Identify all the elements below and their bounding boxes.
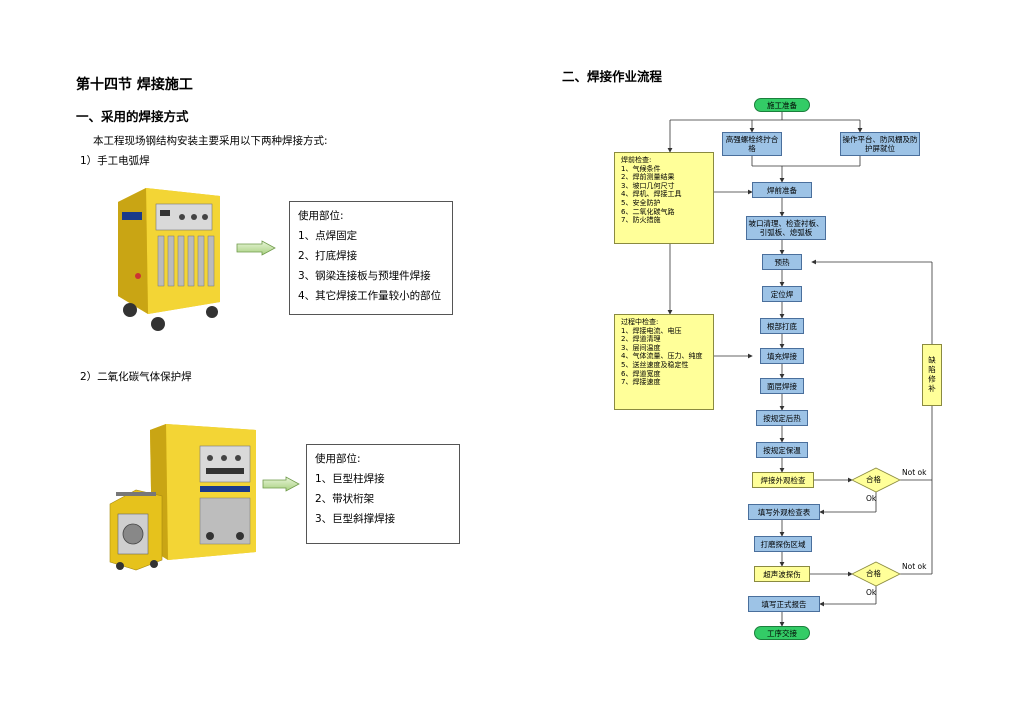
usage-item: 3、钢梁连接板与预埋件焊接 — [298, 270, 431, 282]
node-bolt: 高强螺栓终拧合格 — [722, 132, 782, 156]
notok2-label: Not ok — [902, 562, 927, 571]
arrow-right-icon — [262, 476, 300, 492]
node-ut: 超声波探伤 — [754, 566, 810, 582]
flow-connectors — [667, 112, 933, 627]
node-cap: 面层焊接 — [760, 378, 804, 394]
node-repair: 缺陷修补 — [922, 344, 942, 406]
usage-title: 使用部位: — [315, 453, 361, 465]
welding-flowchart: 施工准备 高强螺栓终拧合格 操作平台、防风棚及防护屏就位 焊前检查: 1、气候条… — [600, 88, 980, 648]
usage-item: 3、巨型斜撑焊接 — [315, 513, 396, 525]
node-preheat: 预热 — [762, 254, 802, 270]
decision1-label: 合格 — [866, 475, 881, 484]
pre-check-note: 焊前检查: 1、气候条件 2、焊前测量结果 3、坡口几何尺寸 4、焊机、焊接工具… — [614, 152, 714, 244]
usage-item: 2、打底焊接 — [298, 250, 358, 262]
section-title: 第十四节 焊接施工 — [76, 77, 193, 93]
node-ut-report: 填写正式报告 — [748, 596, 820, 612]
method2-title: 2）二氧化碳气体保护焊 — [80, 371, 192, 383]
node-fill: 填充焊接 — [760, 348, 804, 364]
node-visual: 焊接外观检查 — [752, 472, 814, 488]
usage-item: 1、点焊固定 — [298, 230, 358, 242]
usage-item: 4、其它焊接工作量较小的部位 — [298, 290, 442, 302]
notok1-label: Not ok — [902, 468, 927, 477]
node-post-heat: 按规定后热 — [756, 410, 808, 426]
pre-check-item: 7、防火措施 — [621, 216, 661, 225]
usage-item: 2、带状桁架 — [315, 493, 375, 505]
pre-check-item: 5、安全防护 — [621, 198, 661, 207]
pre-check-item: 6、二氧化碳气路 — [621, 207, 675, 216]
node-groove: 坡口清理、检查衬板、引弧板、熄弧板 — [746, 216, 826, 240]
arrow-right-icon — [236, 240, 276, 256]
process-check-title: 过程中检查: — [621, 318, 659, 326]
usage-title: 使用部位: — [298, 210, 344, 222]
process-check-item: 1、焊接电流、电压 — [621, 326, 682, 335]
node-insulate: 按规定保温 — [756, 442, 808, 458]
subsection-title: 一、采用的焊接方式 — [76, 109, 189, 124]
usage-box-2: 使用部位: 1、巨型柱焊接 2、带状桁架 3、巨型斜撑焊接 — [306, 444, 460, 544]
node-platform: 操作平台、防风棚及防护屏就位 — [840, 132, 920, 156]
process-check-item: 2、焊道清理 — [621, 335, 661, 344]
process-check-item: 6、焊道宽度 — [621, 369, 661, 378]
usage-item: 1、巨型柱焊接 — [315, 473, 385, 485]
arc-welder-image — [118, 188, 220, 331]
pre-check-item: 4、焊机、焊接工具 — [621, 190, 682, 199]
process-check-item: 4、气体流量、压力、纯度 — [621, 352, 703, 361]
process-check-item: 3、层间温度 — [621, 343, 661, 352]
pre-check-title: 焊前检查: — [621, 156, 652, 164]
process-check-item: 5、送丝速度及稳定性 — [621, 360, 689, 369]
flow-title: 二、焊接作业流程 — [562, 69, 663, 84]
process-check-item: 7、焊接速度 — [621, 378, 661, 387]
node-grind: 打磨探伤区域 — [754, 536, 812, 552]
co2-welder-image — [109, 424, 256, 571]
usage-box-1: 使用部位: 1、点焊固定 2、打底焊接 3、钢梁连接板与预埋件焊接 4、其它焊接… — [289, 201, 453, 315]
decision-diamond-1 — [851, 467, 901, 493]
pre-check-item: 1、气候条件 — [621, 164, 661, 173]
pre-check-item: 2、焊前测量结果 — [621, 173, 675, 182]
method1-title: 1）手工电弧焊 — [80, 155, 150, 167]
node-root: 根部打底 — [760, 318, 804, 334]
node-visual-record: 填写外观检查表 — [748, 504, 820, 520]
decision2-label: 合格 — [866, 569, 881, 578]
node-start: 施工准备 — [754, 98, 810, 112]
intro-text: 本工程现场钢结构安装主要采用以下两种焊接方式: — [93, 135, 328, 147]
ok2-label: Ok — [866, 588, 877, 597]
node-prep: 焊前准备 — [752, 182, 812, 198]
node-handover: 工序交接 — [754, 626, 810, 640]
node-tack: 定位焊 — [762, 286, 802, 302]
ok1-label: Ok — [866, 494, 877, 503]
decision-diamond-2 — [851, 561, 901, 587]
process-check-note: 过程中检查: 1、焊接电流、电压 2、焊道清理 3、层间温度 4、气体流量、压力… — [614, 314, 714, 410]
pre-check-item: 3、坡口几何尺寸 — [621, 181, 675, 190]
